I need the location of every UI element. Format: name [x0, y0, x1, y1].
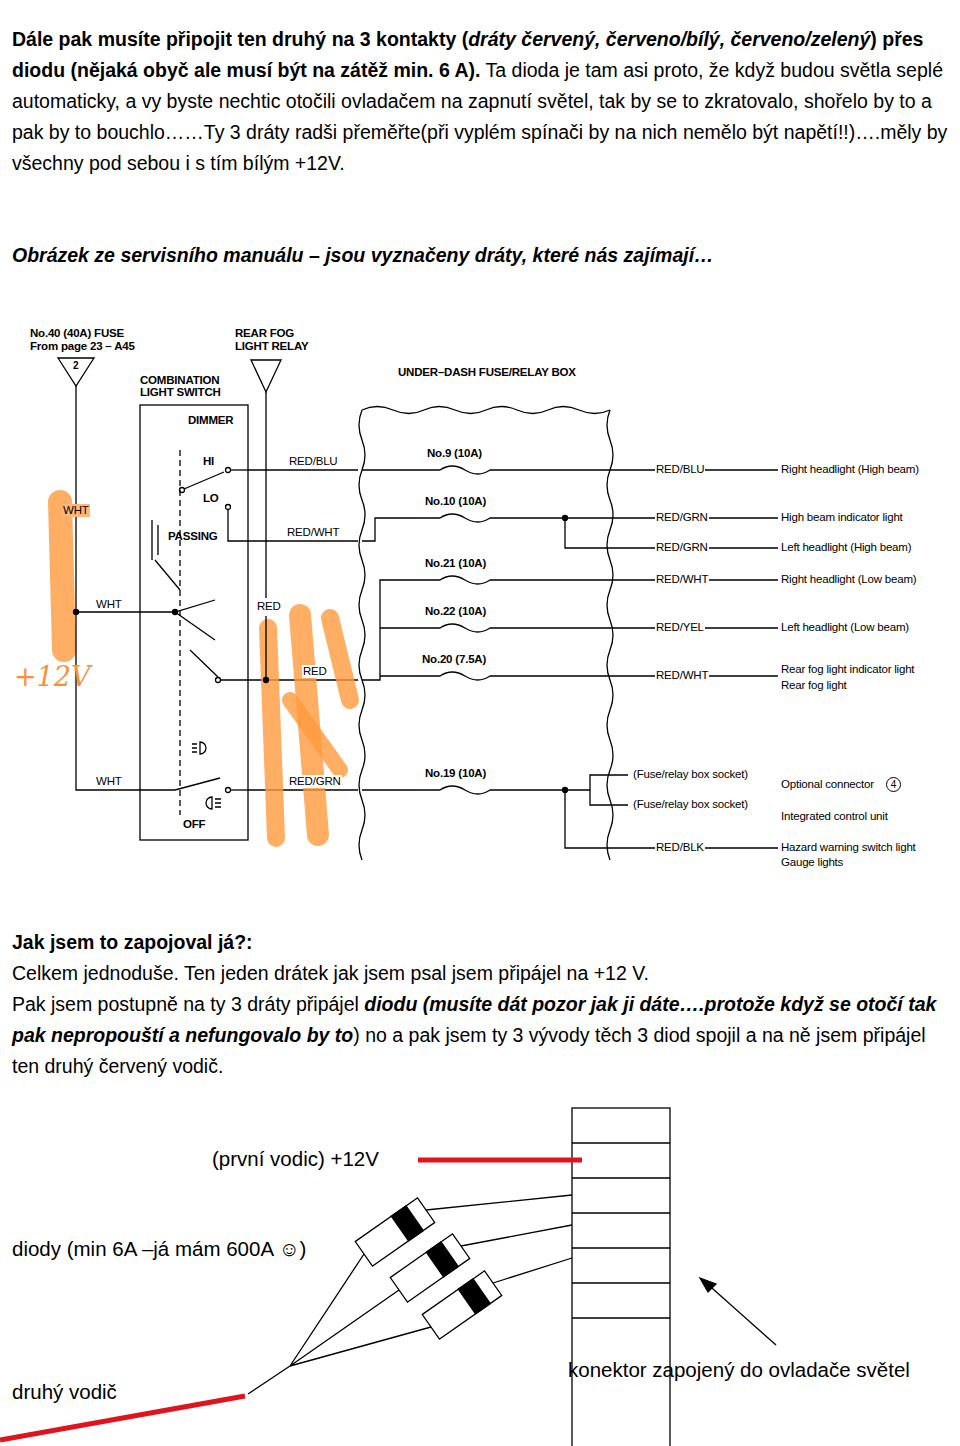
- label: No.40 (40A) FUSE: [30, 327, 124, 340]
- paragraph-text: Dále pak musíte připojit ten druhý na 3 …: [12, 28, 468, 50]
- label: RED: [256, 600, 282, 613]
- label: Left headlight (High beam): [780, 541, 912, 554]
- label: (Fuse/relay box socket): [632, 798, 749, 811]
- paragraph: Pak jsem postupně na ty 3 dráty připájel…: [12, 989, 948, 1082]
- red-wire: [0, 1160, 582, 1440]
- label: Rear fog light: [780, 679, 848, 692]
- label: RED/YEL: [655, 621, 705, 634]
- label: (první vodic) +12V: [212, 1147, 379, 1171]
- label: No.21 (10A): [425, 557, 486, 570]
- box-heading: UNDER–DASH FUSE/RELAY BOX: [398, 366, 612, 378]
- paragraph: Dále pak musíte připojit ten druhý na 3 …: [12, 24, 948, 179]
- label: RED/GRN: [655, 541, 709, 554]
- label: Left headlight (Low beam): [780, 621, 910, 634]
- label: No.9 (10A): [427, 447, 482, 460]
- paragraph-text: Obrázek ze servisního manuálu – jsou vyz…: [12, 244, 714, 266]
- label: Right headlight (High beam): [780, 463, 920, 476]
- wire-label: RED/BLU: [288, 455, 338, 468]
- label: Right headlight (Low beam): [780, 573, 917, 586]
- paragraph: Obrázek ze servisního manuálu – jsou vyz…: [12, 240, 948, 271]
- label: Optional connector: [780, 778, 875, 791]
- label: Hazard warning switch light: [780, 841, 917, 854]
- label: diody (min 6A –já mám 600A ☺): [12, 1237, 306, 1261]
- label: REAR FOG LIGHT RELAY: [235, 327, 317, 353]
- paragraph-text: Celkem jednoduše. Ten jeden drátek jak j…: [12, 962, 649, 984]
- label: WHT: [95, 775, 123, 788]
- label: No.19 (10A): [425, 767, 486, 780]
- wire-label: RED/WHT: [286, 526, 340, 539]
- paragraph-text: Pak jsem postupně na ty 3 dráty připájel: [12, 993, 359, 1015]
- label: No.10 (10A): [425, 495, 486, 508]
- box-heading: COMBINATION LIGHT SWITCH: [140, 374, 248, 398]
- wire: [248, 469, 358, 470]
- wire: [248, 789, 358, 790]
- label: Integrated control unit: [780, 810, 889, 823]
- label: OFF: [183, 818, 205, 831]
- paragraph: Celkem jednoduše. Ten jeden drátek jak j…: [12, 958, 948, 989]
- label: From page 23 – A45: [30, 340, 135, 353]
- label: RED/WHT: [655, 669, 709, 682]
- label: RED/WHT: [655, 573, 709, 586]
- switch-box: COMBINATION LIGHT SWITCH: [140, 374, 248, 840]
- paragraph: Jak jsem to zapojoval já?:: [12, 927, 948, 958]
- label: 4: [886, 777, 901, 792]
- wire-label: RED/GRN: [288, 775, 342, 788]
- label: RED/GRN: [655, 511, 709, 524]
- label: PASSING: [168, 530, 218, 543]
- wire-label: RED: [302, 665, 328, 678]
- paragraph-text: Jak jsem to zapojoval já?:: [12, 931, 253, 953]
- label: RED/BLK: [655, 841, 705, 854]
- label: High beam indicator light: [780, 511, 904, 524]
- label: Rear fog light indicator light: [780, 663, 915, 676]
- label: RED/BLU: [655, 463, 705, 476]
- label: DIMMER: [188, 414, 233, 427]
- label: konektor zapojený do ovladače světel: [568, 1358, 910, 1382]
- label: LO: [203, 492, 219, 505]
- label: Gauge lights: [780, 856, 844, 869]
- orange-highlight: [60, 502, 350, 838]
- paragraph-text: dráty červený, červeno/bílý, červeno/zel…: [468, 28, 870, 50]
- label: (Fuse/relay box socket): [632, 768, 749, 781]
- label: HI: [203, 455, 214, 468]
- label: +12V: [14, 662, 90, 692]
- wire: [248, 540, 358, 541]
- wiring-schematic: [58, 358, 778, 860]
- label: WHT: [95, 598, 123, 611]
- label: 2: [73, 360, 79, 372]
- label: No.22 (10A): [425, 605, 486, 618]
- label: WHT: [62, 504, 90, 517]
- label: druhý vodič: [12, 1380, 117, 1404]
- label: No.20 (7.5A): [422, 653, 486, 666]
